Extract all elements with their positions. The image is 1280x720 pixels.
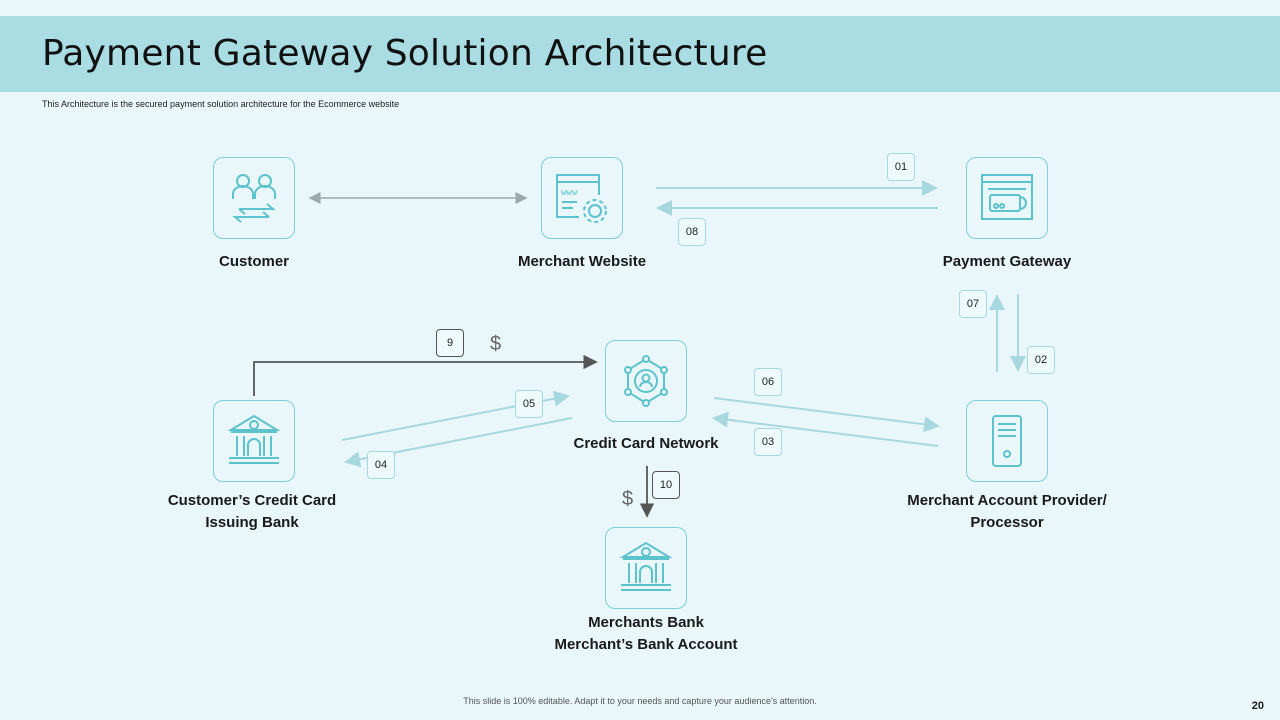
page-title: Payment Gateway Solution Architecture [42, 33, 768, 74]
issuing-bank-node [213, 400, 295, 482]
credit-card-network-node [605, 340, 687, 422]
merchants-bank-label-line1: Merchants Bank [588, 614, 704, 631]
arrow-step-09 [253, 354, 598, 396]
merchants-bank-label-line2: Merchant’s Bank Account [554, 636, 738, 653]
step-badge-05: 05 [515, 390, 543, 418]
server-icon [992, 415, 1022, 467]
credit-card-network-label: Credit Card Network [573, 435, 719, 452]
customer-exchange-icon [232, 174, 276, 223]
page-subtitle: This Architecture is the secured payment… [42, 99, 400, 109]
step-badge-01: 01 [887, 153, 915, 181]
step-badge-10: 10 [652, 471, 680, 499]
payment-gateway-icon [981, 174, 1033, 220]
arrow-step-06 [713, 397, 940, 433]
merchant-website-label: Merchant Website [517, 253, 647, 270]
network-hub-icon [624, 355, 668, 407]
step-badge-03: 03 [754, 428, 782, 456]
step-badge-06: 06 [754, 368, 782, 396]
merchant-website-node: www [541, 157, 623, 239]
merchant-account-label-line1: Merchant Account Provider/ [907, 492, 1107, 509]
issuing-bank-label: Customer’s Credit Card Issuing Bank [142, 490, 362, 534]
customer-node [213, 157, 295, 239]
bank-icon [619, 541, 673, 591]
website-settings-icon: www [556, 174, 607, 223]
step-badge-07: 07 [959, 290, 987, 318]
merchant-account-label: Merchant Account Provider/ Processor [887, 490, 1127, 534]
page-number: 20 [1251, 700, 1264, 712]
merchant-account-label-line2: Processor [970, 514, 1044, 531]
dollar-sign-9: $ [490, 333, 502, 355]
payment-gateway-node [966, 157, 1048, 239]
payment-gateway-label: Payment Gateway [942, 253, 1072, 270]
merchant-account-node [966, 400, 1048, 482]
bank-icon [227, 414, 281, 464]
svg-text:www: www [561, 188, 578, 198]
step-badge-02: 02 [1027, 346, 1055, 374]
merchants-bank-node [605, 527, 687, 609]
dollar-sign-10: $ [622, 488, 634, 510]
arrow-step-03 [712, 411, 939, 447]
issuing-bank-label-line2: Issuing Bank [205, 514, 299, 531]
title-bar [0, 16, 1280, 92]
issuing-bank-label-line1: Customer’s Credit Card [167, 492, 337, 509]
step-badge-08: 08 [678, 218, 706, 246]
footer-note: This slide is 100% editable. Adapt it to… [463, 696, 817, 706]
step-badge-09: 9 [436, 329, 464, 357]
customer-label: Customer [218, 253, 289, 270]
step-badge-04: 04 [367, 451, 395, 479]
merchants-bank-label: Merchants Bank Merchant’s Bank Account [526, 612, 766, 656]
